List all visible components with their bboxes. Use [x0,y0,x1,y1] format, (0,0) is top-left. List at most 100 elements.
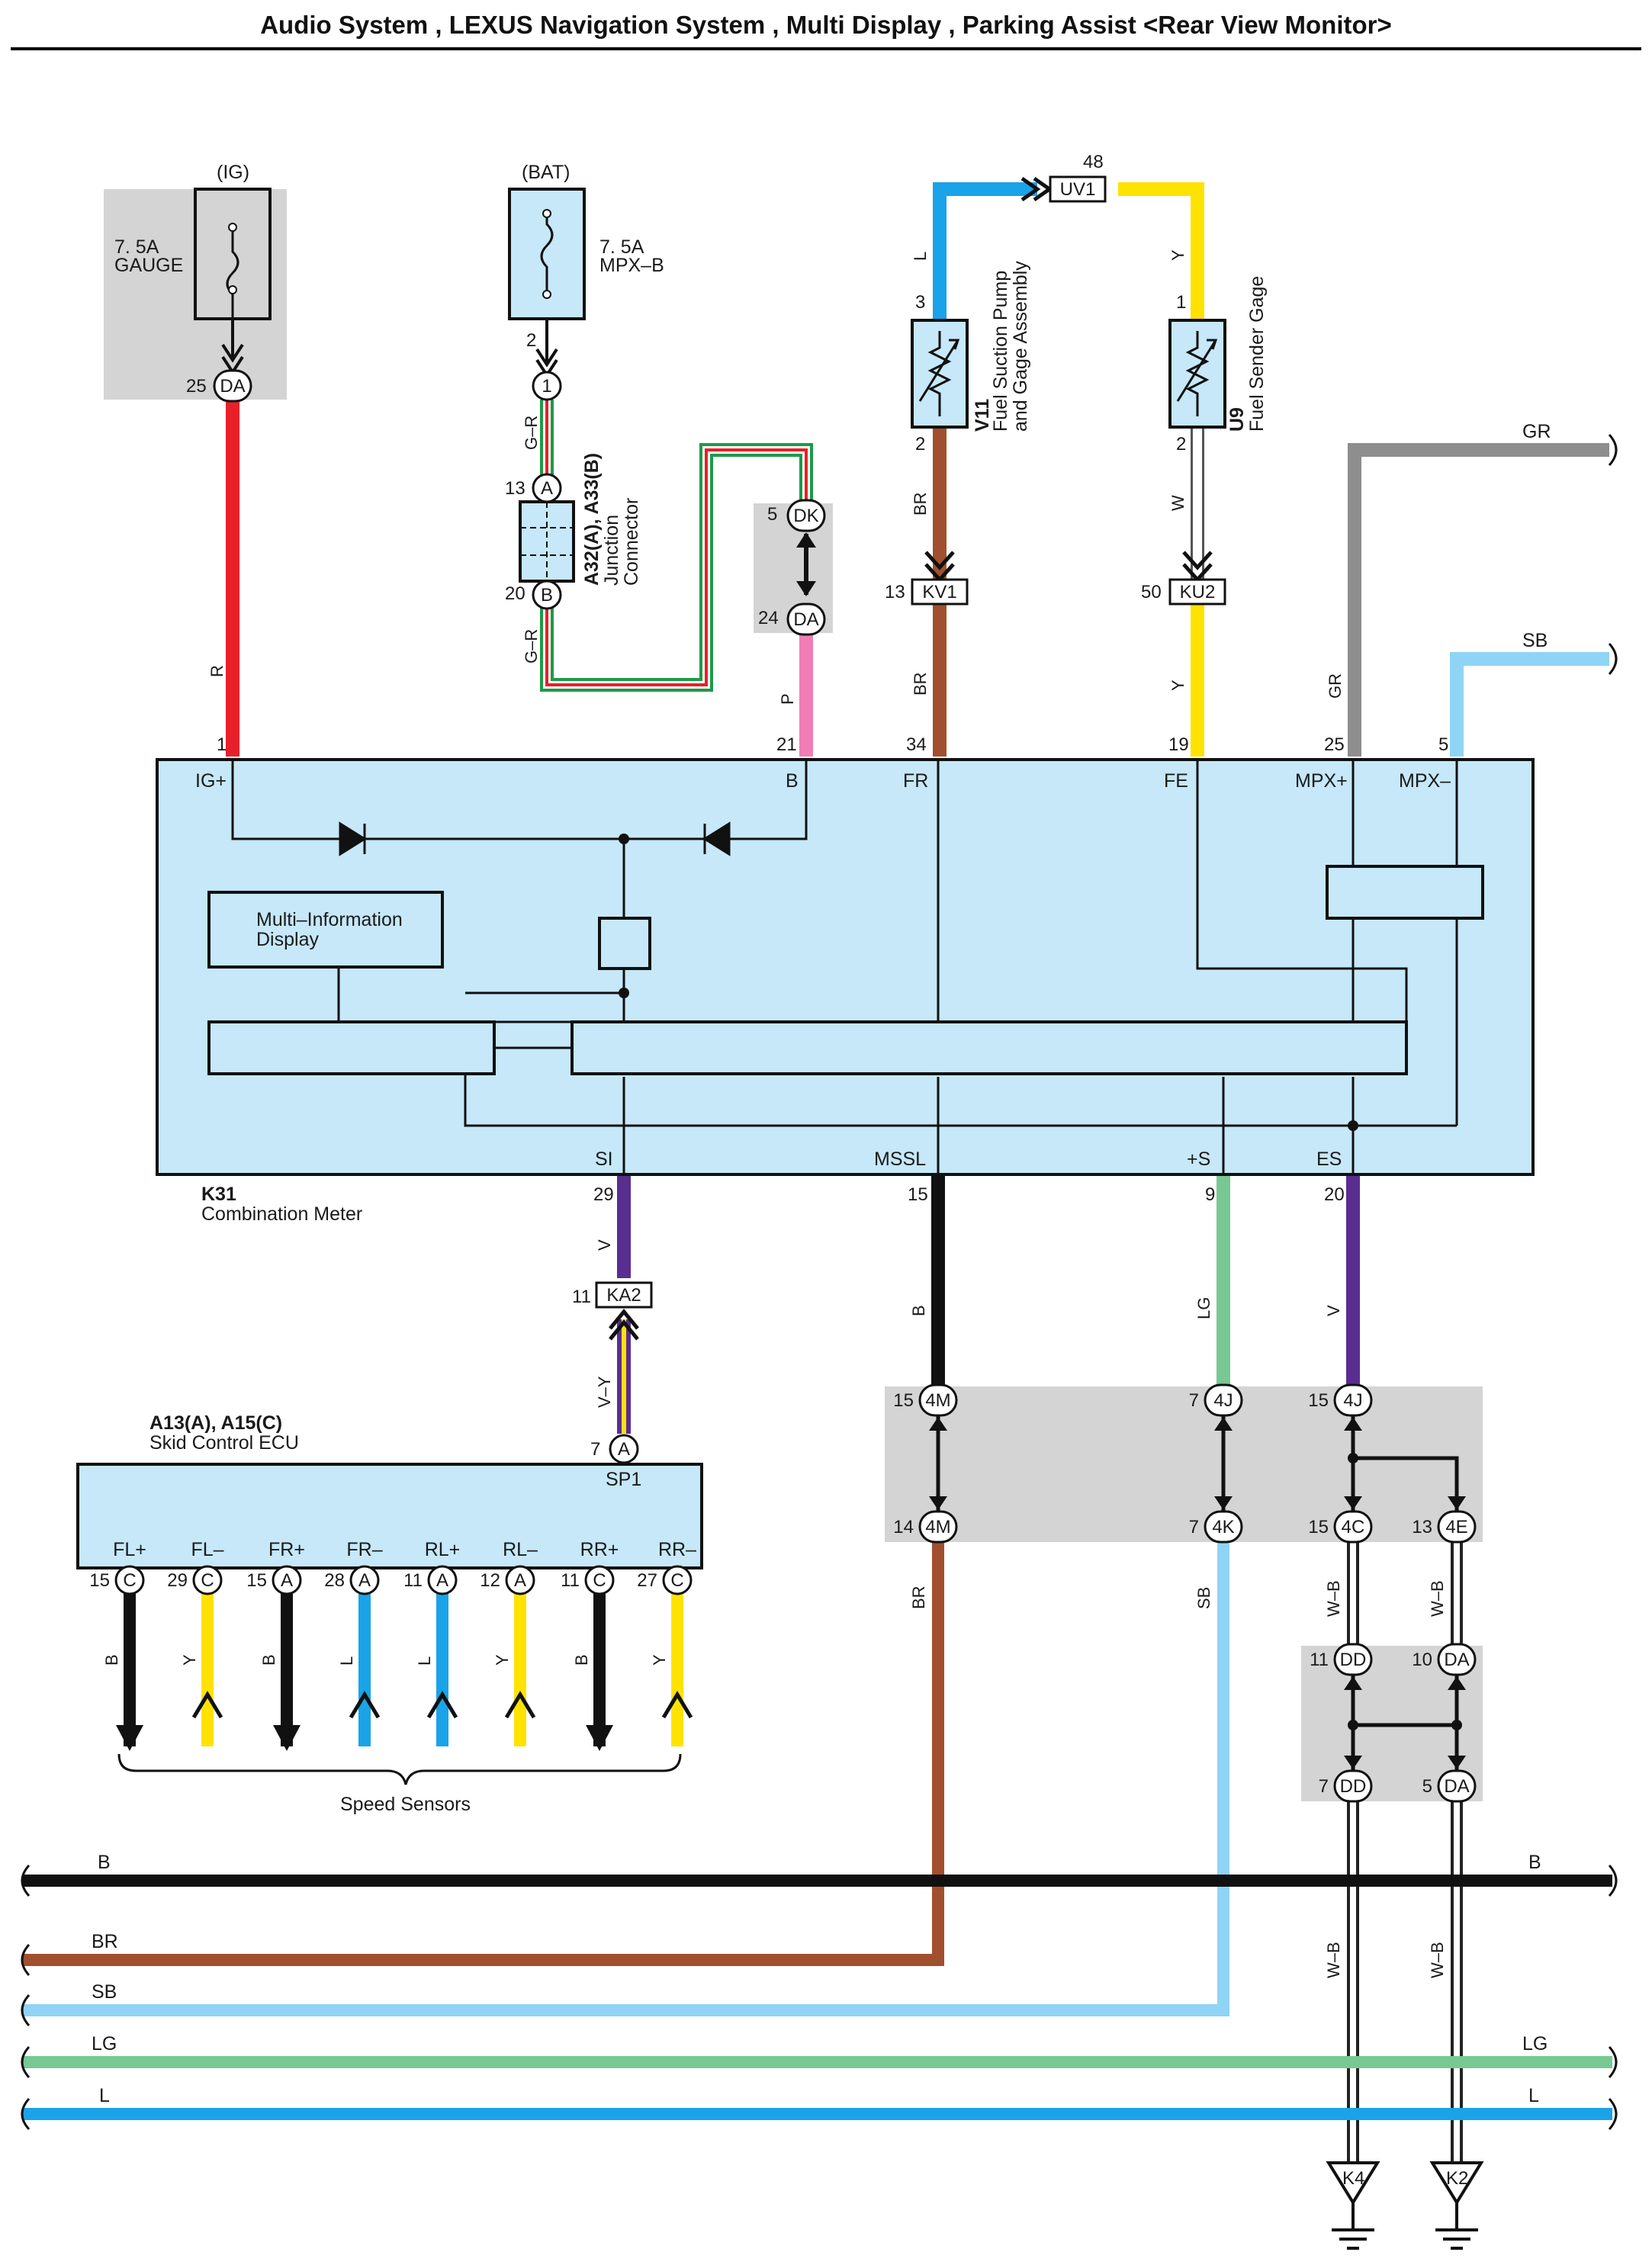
svg-text:4E: 4E [1445,1517,1467,1537]
wire-junction-mid [936,1415,1459,1512]
ig-fuse-pin: 25 [186,376,207,397]
junction-4k-4: 4K [1204,1510,1243,1544]
svg-text:A: A [618,1439,630,1460]
ig-fuse-name: GAUGE [114,255,183,276]
ecu-pin-name: RR– [658,1539,696,1560]
arrow-up-icon [661,1691,693,1719]
meter-left-bar [207,1020,496,1075]
connector-1: 1 [532,371,562,401]
meter-labels: 1 21 34 19 25 5 IG+ B FR FE MPX+ MPX– Mu… [195,734,1451,1225]
svg-text:DD: DD [1340,1776,1367,1797]
speed-sensors-label: Speed Sensors [340,1794,471,1815]
wire-w-b-a-inner [1350,1542,1460,1644]
svg-text:1: 1 [217,734,227,755]
arrow-down-icon [586,1725,613,1751]
da-connector-ig: DA [213,369,252,403]
svg-text:SI: SI [595,1149,613,1170]
svg-text:4J: 4J [1343,1390,1362,1411]
junction-pin-num: 15 [1308,1517,1329,1537]
junction-4j-2: 4J [1333,1383,1373,1417]
svg-text:B: B [1528,1852,1541,1873]
svg-text:K4: K4 [1342,2168,1364,2189]
svg-text:IG+: IG+ [195,770,227,792]
svg-text:KV1: KV1 [922,582,956,602]
dk-da-arrows [796,532,816,596]
junction-pin-num: 7 [1189,1390,1199,1411]
arrow-down-icon [273,1725,301,1751]
ecu-conn-fl–: C [192,1565,223,1595]
svg-text:A: A [358,1570,371,1591]
junction-pin-num: 10 [1412,1650,1432,1670]
ecu-pin-num: 15 [246,1570,267,1591]
svg-text:2: 2 [915,434,925,455]
svg-text:BR: BR [911,492,930,516]
meter-small-block [598,917,651,970]
ecu-conn-rl+: A [427,1565,458,1595]
bus-break-marks [21,433,1618,2131]
svg-text:ES: ES [1316,1149,1342,1170]
svg-text:V: V [1324,1305,1343,1316]
bat-fuse-rating: 7. 5A [599,236,644,258]
arrow-up-icon [349,1691,381,1719]
diode-b [702,821,731,856]
junction-dd-low-0: DD [1333,1643,1373,1676]
speed-sensor-brace [117,1753,682,1785]
junction-conn-a: A [532,473,562,503]
svg-text:G–R: G–R [522,629,541,663]
svg-text:A: A [514,1570,526,1591]
svg-text:20: 20 [1324,1184,1345,1205]
svg-text:4M: 4M [925,1390,950,1411]
wire-y-top [1118,182,1204,320]
bat-fuse-name: MPX–B [599,255,664,276]
ground-labels: K4 K2 [1342,2168,1468,2189]
skid-ecu-id: A13(A), A15(C) [149,1412,282,1434]
meter-internal-wiring [231,760,1458,1174]
ka2-connector: KA2 [595,1281,653,1309]
meter-mpx-block [1326,865,1484,920]
svg-text:DA: DA [220,376,245,397]
ecu-pin-num: 28 [324,1570,345,1591]
junction-pin-num: 7 [1319,1776,1329,1797]
svg-text:2: 2 [1176,434,1186,455]
svg-text:DA: DA [793,609,818,630]
meter-mid-display [207,891,444,969]
svg-text:W–B: W–B [1428,1942,1447,1978]
junction-4m-0: 4M [918,1383,958,1417]
ecu-pin-num: 11 [403,1570,423,1591]
ecu-conn-fr–: A [349,1565,380,1595]
svg-text:Y: Y [1168,680,1188,691]
ecu-conn-rl–: A [505,1565,535,1595]
svg-text:MSSL: MSSL [874,1149,926,1170]
diode-ig [339,821,367,856]
ecu-wire-label: Y [493,1654,512,1666]
ecu-pin-name: RL– [503,1539,538,1560]
ecu-pin-num: 15 [89,1570,110,1591]
junction-pin-num: 15 [893,1390,914,1411]
skid-control-ecu [76,1463,703,1569]
bat-source-label: (BAT) [522,162,570,183]
junction-conn-b: B [532,580,562,610]
dk-connector: DK [786,499,826,532]
svg-text:29: 29 [593,1184,614,1205]
svg-text:C: C [201,1570,214,1591]
svg-text:4J: 4J [1213,1390,1233,1411]
svg-text:B: B [98,1852,111,1873]
ecu-pin-name: FL+ [113,1539,146,1560]
svg-text:UV1: UV1 [1060,179,1096,200]
ig-fuse-rating: 7. 5A [114,236,159,258]
svg-text:34: 34 [906,734,927,755]
svg-text:20: 20 [505,583,525,604]
svg-text:1: 1 [542,376,551,397]
ecu-wire-label: L [415,1656,434,1666]
svg-text:G–R: G–R [522,416,541,450]
wire-w-b-b-inner [1350,1801,1460,2163]
ecu-conn-fl+: C [114,1565,145,1595]
arrow-up-icon [426,1691,458,1719]
ecu-pin-name: FR+ [268,1539,305,1560]
ecu-pin-name: RL+ [425,1539,461,1560]
ig-source-label: (IG) [217,162,249,183]
svg-text:GR: GR [1522,421,1551,442]
ecu-pin-name: RR+ [580,1539,619,1560]
